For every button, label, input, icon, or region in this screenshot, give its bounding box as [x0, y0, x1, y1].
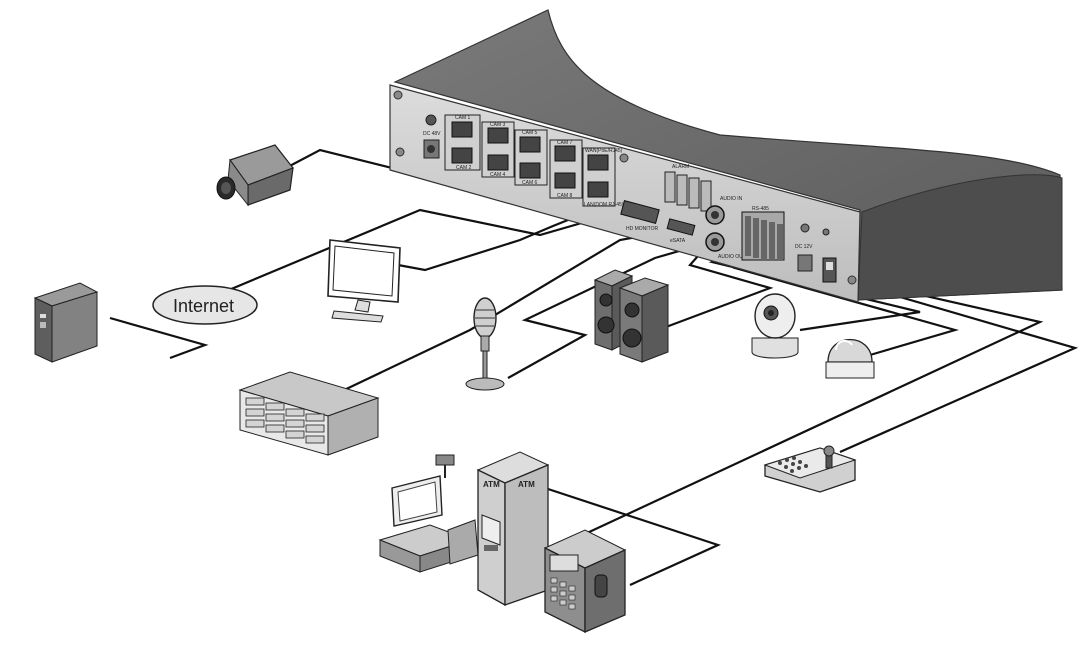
label-rs485: RS-485	[752, 206, 769, 212]
atm-label-front: ATM	[483, 480, 500, 489]
terminal-block	[741, 211, 785, 261]
speakers	[593, 269, 670, 363]
label-cam3: CAM 3	[490, 122, 506, 128]
esata-port	[666, 218, 696, 236]
storage-array	[238, 371, 380, 456]
label-alarm: ALARM	[672, 164, 689, 170]
hdmi-port	[620, 199, 660, 225]
access-control-reader	[543, 529, 627, 634]
monitor	[327, 239, 401, 323]
dip-switches	[664, 171, 712, 212]
dc12-jack	[800, 223, 810, 233]
label-audio-in: AUDIO IN	[720, 196, 743, 202]
label-esata: eSATA	[670, 238, 686, 244]
fingerprint-sensor-icon	[594, 574, 608, 598]
label-cam8: CAM 8	[557, 193, 573, 199]
internet-label: Internet	[173, 296, 234, 316]
label-cam7: CAM 7	[557, 140, 573, 146]
label-monitor: HD MONITOR	[626, 226, 659, 232]
wire-monitor	[397, 216, 574, 272]
label-cam2: CAM 2	[456, 165, 472, 171]
ptz-keyboard	[763, 445, 857, 493]
label-lan: LAN(DOM RJ-45)	[584, 202, 624, 208]
pos-terminal	[378, 454, 479, 573]
wire-pos	[544, 486, 722, 587]
label-cam5: CAM 5	[522, 130, 538, 136]
label-dc48: DC 48V	[423, 131, 441, 137]
speaker-cone-icon	[599, 293, 613, 307]
dc-jack-icon	[425, 114, 437, 126]
label-cam6: CAM 6	[522, 180, 538, 186]
dc12-port	[797, 254, 813, 272]
nas-drive	[33, 282, 99, 363]
label-dc12: DC 12V	[795, 244, 813, 250]
wire-microphone	[507, 243, 701, 379]
speaker-cone-icon	[624, 302, 640, 318]
box-camera	[216, 144, 294, 207]
camera-port-block	[444, 114, 616, 207]
screw-icon	[619, 153, 629, 163]
label-cam1: CAM 1	[455, 115, 471, 121]
wire-nas	[109, 316, 209, 360]
screw-icon	[847, 275, 857, 285]
label-cam4: CAM 4	[490, 172, 506, 178]
label-wan: WAN(PoE/RJ45)	[585, 148, 623, 154]
internet-ellipse	[152, 285, 258, 325]
label-audio-out: AUDIO OUT	[718, 254, 746, 260]
microphone	[465, 297, 505, 391]
atm-machine: ATM ATM	[476, 451, 550, 607]
dome-camera	[825, 339, 875, 379]
dvr-unit: DC 48V CAM 1 CAM 2 CAM 3 CAM 4 CAM 5 CAM…	[389, 9, 1063, 303]
screw-icon	[393, 90, 403, 100]
screw-icon	[395, 147, 405, 157]
ptz-camera	[751, 293, 799, 359]
dvr-side	[857, 174, 1063, 301]
wire-internet	[204, 208, 606, 302]
atm-label-side: ATM	[518, 480, 535, 489]
internet-cloud: Internet	[152, 285, 258, 325]
